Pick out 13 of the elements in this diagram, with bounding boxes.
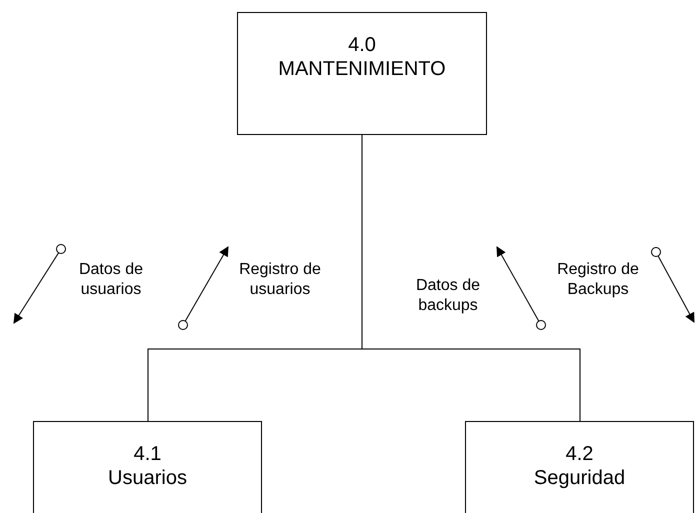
module-box — [237, 12, 487, 135]
data-couple-label: Datos de usuarios — [78, 260, 144, 300]
module-number: 4.1 — [134, 442, 162, 466]
data-couple-label: Datos de backups — [414, 276, 482, 316]
data-couple-label: Registro de Backups — [556, 260, 640, 300]
module-box — [465, 421, 694, 513]
module-number: 4.2 — [566, 442, 594, 466]
module-name: Seguridad — [534, 466, 626, 490]
module-name: Usuarios — [108, 466, 187, 490]
module-name: MANTENIMIENTO — [278, 57, 446, 81]
data-couple-label: Registro de usuarios — [238, 260, 322, 300]
module-number: 4.0 — [348, 33, 376, 57]
module-box — [33, 421, 262, 513]
